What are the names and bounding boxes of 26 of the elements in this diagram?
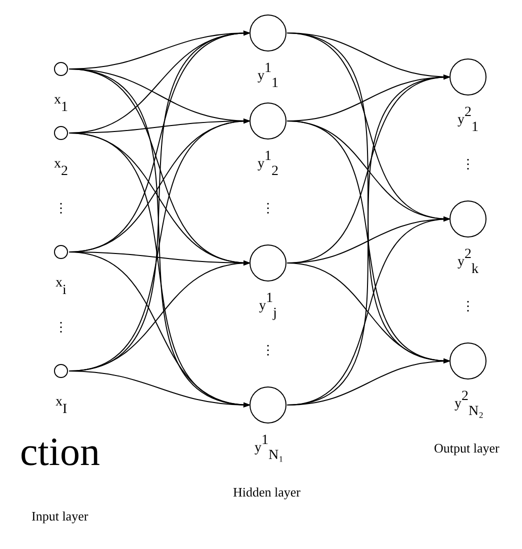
- node-circle: [54, 62, 68, 76]
- label: ⋮: [54, 200, 68, 215]
- arrow: [286, 120, 451, 363]
- node-circle: [54, 244, 68, 258]
- label: Input layer: [32, 508, 88, 523]
- node-circle: [54, 126, 68, 140]
- node-circle: [250, 244, 286, 281]
- label: ction: [20, 428, 100, 474]
- label: ⋮: [262, 200, 274, 215]
- label: ⋮: [54, 318, 68, 334]
- arrow: [286, 216, 451, 405]
- arrow: [68, 370, 251, 407]
- label: ⋮: [462, 298, 474, 313]
- node-circle: [450, 58, 486, 95]
- label: Output layer: [434, 440, 500, 455]
- node-circle: [450, 342, 486, 379]
- label: ⋮: [462, 156, 474, 171]
- label: ⋮: [262, 342, 274, 357]
- node-circle: [450, 200, 486, 237]
- arrow: [286, 358, 451, 405]
- node-circle: [250, 14, 286, 51]
- arrow: [286, 262, 451, 363]
- label: Hidden layer: [233, 484, 301, 499]
- node-circle: [250, 102, 286, 139]
- node-circle: [250, 386, 286, 423]
- node-circle: [54, 364, 68, 378]
